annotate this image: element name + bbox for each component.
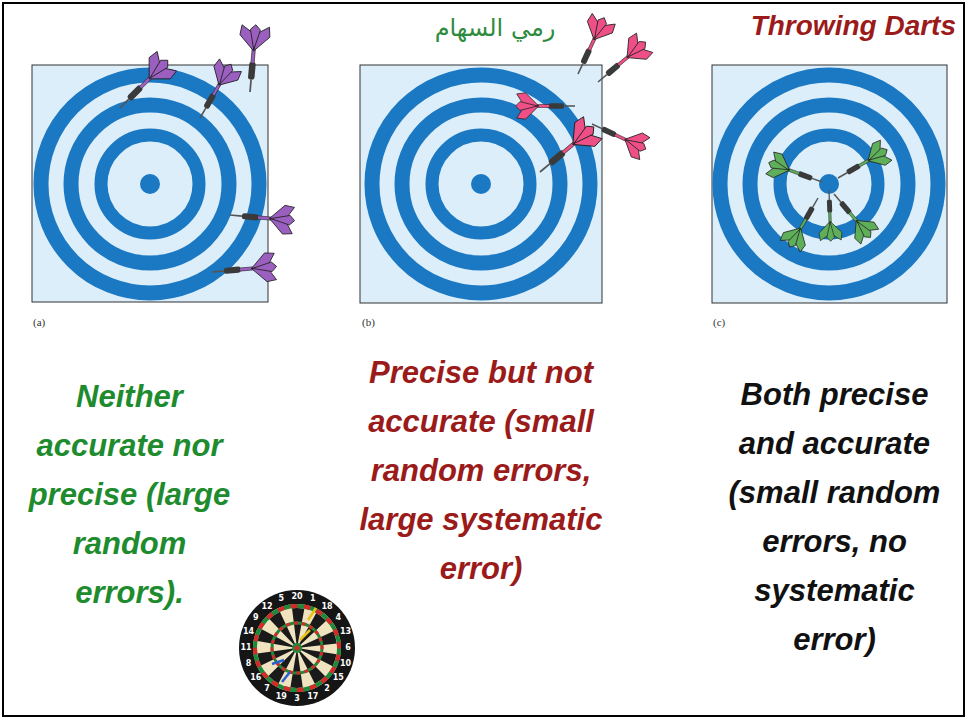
label-wrap: 15 bbox=[329, 673, 347, 683]
label-wrap: Neither accurate nor precise (large rand… bbox=[22, 372, 237, 617]
label-wrap: 10 bbox=[337, 659, 355, 669]
label-wrap: 17 bbox=[304, 692, 322, 702]
label-wrap: 9 bbox=[247, 613, 265, 623]
panel-caption: Precise but not accurate (small random e… bbox=[345, 348, 617, 593]
title-wrap: Throwing Darts bbox=[690, 10, 956, 42]
arabic-heading: رمي السهام bbox=[390, 14, 600, 42]
dartboard-number: 17 bbox=[304, 692, 322, 702]
label-wrap: 2 bbox=[318, 684, 336, 694]
dartboard-number: 8 bbox=[239, 659, 257, 669]
darts-a bbox=[109, 23, 295, 286]
label-wrap: Precise but not accurate (small random e… bbox=[345, 348, 617, 593]
target-c bbox=[712, 65, 947, 303]
dartboard-number: 10 bbox=[337, 659, 355, 669]
dartboard-number: 2 bbox=[318, 684, 336, 694]
frame-border bbox=[3, 3, 964, 716]
panel-caption: Both precise and accurate (small random … bbox=[712, 370, 957, 664]
dartboard-number: 11 bbox=[237, 643, 255, 653]
panel-letter: (c) bbox=[713, 316, 753, 328]
target-b bbox=[360, 65, 602, 303]
darts-c bbox=[764, 139, 893, 254]
label-wrap: رمي السهام bbox=[390, 14, 600, 42]
label-wrap: 14 bbox=[239, 627, 257, 637]
dartboard-number: 7 bbox=[258, 684, 276, 694]
label-wrap: 8 bbox=[239, 659, 257, 669]
label-wrap: (c) bbox=[713, 316, 753, 328]
dartboard-picture bbox=[239, 590, 355, 706]
label-wrap: 5 bbox=[272, 594, 290, 604]
dartboard-number: 1 bbox=[304, 594, 322, 604]
label-wrap: 20 bbox=[288, 592, 306, 602]
label-wrap: 18 bbox=[318, 602, 336, 612]
dartboard-number: 12 bbox=[258, 602, 276, 612]
dartboard-number: 9 bbox=[247, 613, 265, 623]
title: Throwing Darts bbox=[690, 10, 956, 42]
label-wrap: 13 bbox=[337, 627, 355, 637]
label-wrap: (b) bbox=[362, 316, 402, 328]
label-wrap: (a) bbox=[33, 316, 73, 328]
panel-caption: Neither accurate nor precise (large rand… bbox=[22, 372, 237, 617]
panel-letter: (a) bbox=[33, 316, 73, 328]
panel-letter: (b) bbox=[362, 316, 402, 328]
dartboard-number: 19 bbox=[272, 692, 290, 702]
dartboard-number: 13 bbox=[337, 627, 355, 637]
label-wrap: 7 bbox=[258, 684, 276, 694]
label-wrap: 6 bbox=[339, 643, 357, 653]
dartboard-number: 18 bbox=[318, 602, 336, 612]
label-wrap: 12 bbox=[258, 602, 276, 612]
dartboard-number: 5 bbox=[272, 594, 290, 604]
label-wrap: 1 bbox=[304, 594, 322, 604]
dartboard-number: 3 bbox=[288, 694, 306, 704]
label-wrap: 11 bbox=[237, 643, 255, 653]
label-wrap: 19 bbox=[272, 692, 290, 702]
dartboard-number: 15 bbox=[329, 673, 347, 683]
dartboard-number: 14 bbox=[239, 627, 257, 637]
label-wrap: Both precise and accurate (small random … bbox=[712, 370, 957, 664]
label-wrap: 3 bbox=[288, 694, 306, 704]
target-a bbox=[32, 65, 268, 302]
dartboard-number: 16 bbox=[247, 673, 265, 683]
label-wrap: 4 bbox=[329, 613, 347, 623]
label-wrap: 16 bbox=[247, 673, 265, 683]
dartboard-number: 4 bbox=[329, 613, 347, 623]
dartboard-number: 20 bbox=[288, 592, 306, 602]
dartboard-number: 6 bbox=[339, 643, 357, 653]
